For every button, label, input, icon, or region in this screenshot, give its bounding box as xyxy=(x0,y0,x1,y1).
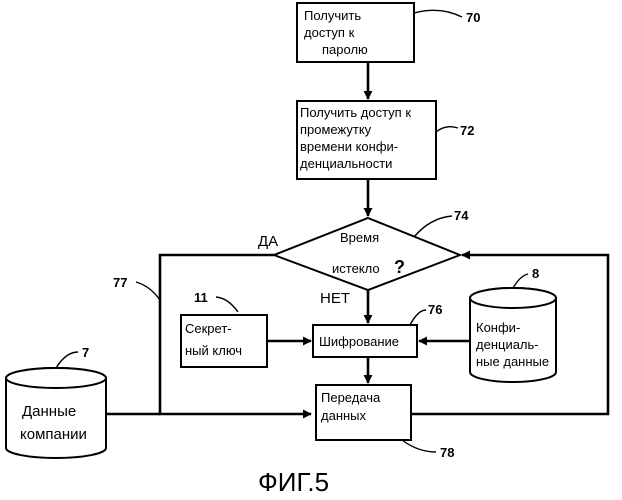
secret-key-line-1: Секрет- xyxy=(185,321,232,336)
company-data-line-1: Данные xyxy=(22,403,76,420)
step-encryption-label: Шифрование xyxy=(319,334,399,349)
leader-72 xyxy=(436,127,458,132)
leader-7 xyxy=(56,352,78,368)
confidential-data-line-1: Конфи- xyxy=(476,320,520,335)
ref-number-7: 7 xyxy=(82,345,89,360)
decision-time-expired xyxy=(274,218,460,290)
step-transmit-line-1: Передача xyxy=(321,390,381,405)
step-get-period-line-2: промежутку xyxy=(300,122,372,137)
decision-line-1: Время xyxy=(340,230,379,245)
ref-number-72: 72 xyxy=(460,123,474,138)
branch-yes-label: ДА xyxy=(258,233,278,250)
step-get-password-line-2: доступ к xyxy=(304,25,355,40)
step-get-password-line-3: паролю xyxy=(322,42,368,57)
leader-78 xyxy=(402,440,436,452)
ref-number-77: 77 xyxy=(113,275,127,290)
step-get-period-line-4: денциальности xyxy=(300,156,392,171)
branch-no-label: НЕТ xyxy=(320,290,350,307)
step-get-password-line-1: Получить xyxy=(304,8,361,23)
ref-number-11: 11 xyxy=(194,290,208,305)
confidential-data-line-3: ные данные xyxy=(476,354,549,369)
secret-key-line-2: ный ключ xyxy=(185,343,242,358)
step-get-period-line-3: времени конфи- xyxy=(300,139,398,154)
ref-number-8: 8 xyxy=(532,266,539,281)
decision-line-2: истекло xyxy=(332,261,380,276)
ref-number-70: 70 xyxy=(466,10,480,25)
figure-label: ФИГ.5 xyxy=(258,467,329,497)
leader-8 xyxy=(513,274,528,288)
decision-question-mark: ? xyxy=(394,257,405,277)
ref-number-78: 78 xyxy=(440,445,454,460)
leader-11 xyxy=(216,297,238,312)
leader-70 xyxy=(414,10,462,17)
ref-number-74: 74 xyxy=(454,208,469,223)
step-transmit-line-2: данных xyxy=(321,408,367,423)
step-get-period-line-1: Получить доступ к xyxy=(300,105,411,120)
leader-77 xyxy=(136,282,160,300)
company-data-line-2: компании xyxy=(20,426,87,443)
confidential-data-line-2: денциаль- xyxy=(476,337,539,352)
leader-76 xyxy=(410,310,426,325)
leader-74 xyxy=(414,216,452,237)
ref-number-76: 76 xyxy=(428,302,442,317)
